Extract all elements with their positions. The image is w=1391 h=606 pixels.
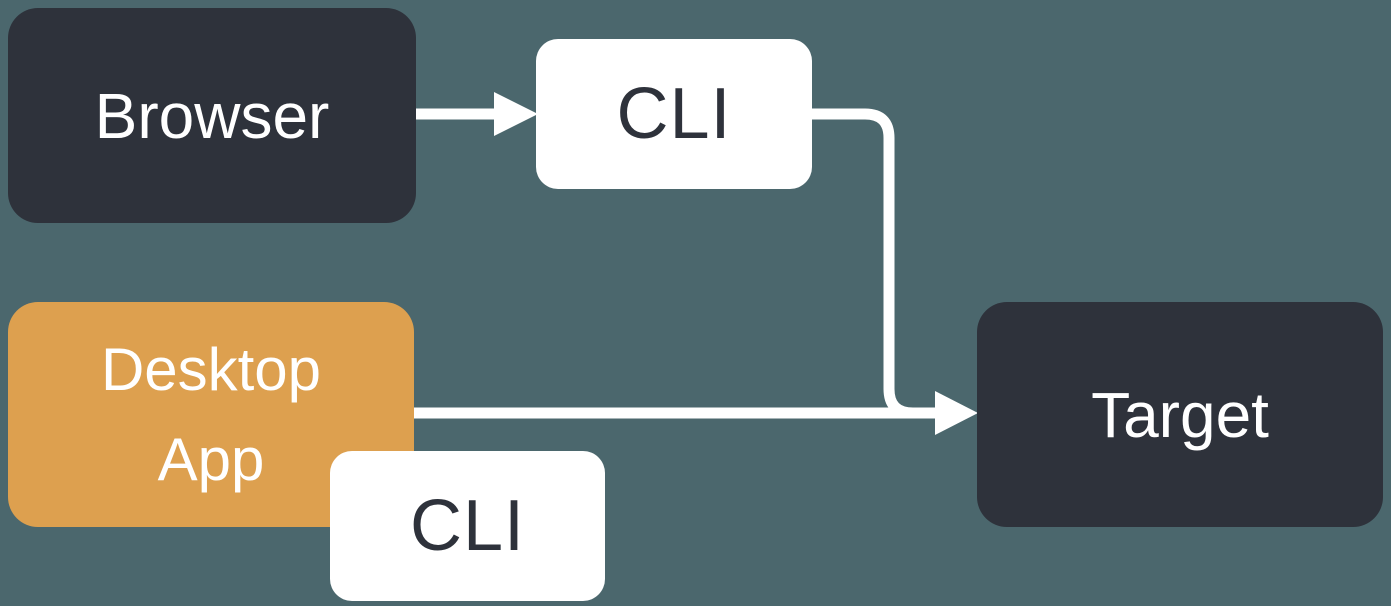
edge-browser-to-cli <box>416 92 538 136</box>
node-cli-bottom: CLI <box>330 451 605 601</box>
arrowhead-icon <box>935 391 978 435</box>
node-desktop-app-label: Desktop App <box>100 335 322 493</box>
edge-desktop-app-to-target <box>414 391 978 435</box>
node-target: Target <box>977 302 1383 527</box>
node-browser: Browser <box>8 8 416 223</box>
node-cli-bottom-label: CLI <box>409 486 526 566</box>
arrowhead-icon <box>494 92 538 136</box>
node-browser-label: Browser <box>94 79 330 152</box>
node-cli-top-label: CLI <box>616 74 732 154</box>
node-cli-top: CLI <box>536 39 812 189</box>
node-desktop-app: Desktop App <box>8 302 414 527</box>
node-target-label: Target <box>1091 378 1269 451</box>
edge-cli-to-target <box>812 108 937 419</box>
